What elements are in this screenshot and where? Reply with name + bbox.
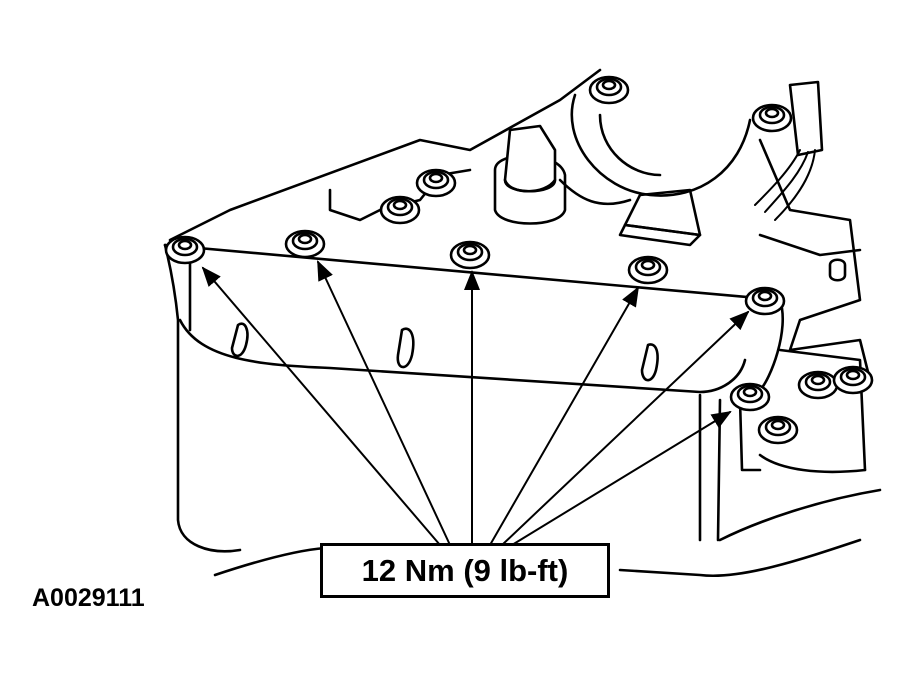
bolt-icon [449, 240, 491, 270]
arrow-icon [489, 286, 639, 546]
servo-cover [493, 124, 567, 225]
arrow-icon [501, 310, 750, 546]
oil-pan [163, 243, 785, 553]
bolt-icon [284, 229, 326, 259]
bolt-icon [627, 255, 669, 285]
torque-spec-label: 12 Nm (9 lb-ft) [320, 543, 610, 598]
callout-arrows [201, 260, 750, 546]
electrical-connector [618, 80, 824, 247]
arrow-icon [511, 410, 732, 546]
figure-id: A0029111 [32, 584, 145, 612]
bolt-icon [744, 286, 786, 316]
oil-pan-bolts [164, 229, 786, 412]
bolt-icon [164, 235, 206, 265]
arrow-icon [317, 260, 451, 546]
arrow-icon [201, 266, 441, 546]
bolt-icon [729, 382, 771, 412]
